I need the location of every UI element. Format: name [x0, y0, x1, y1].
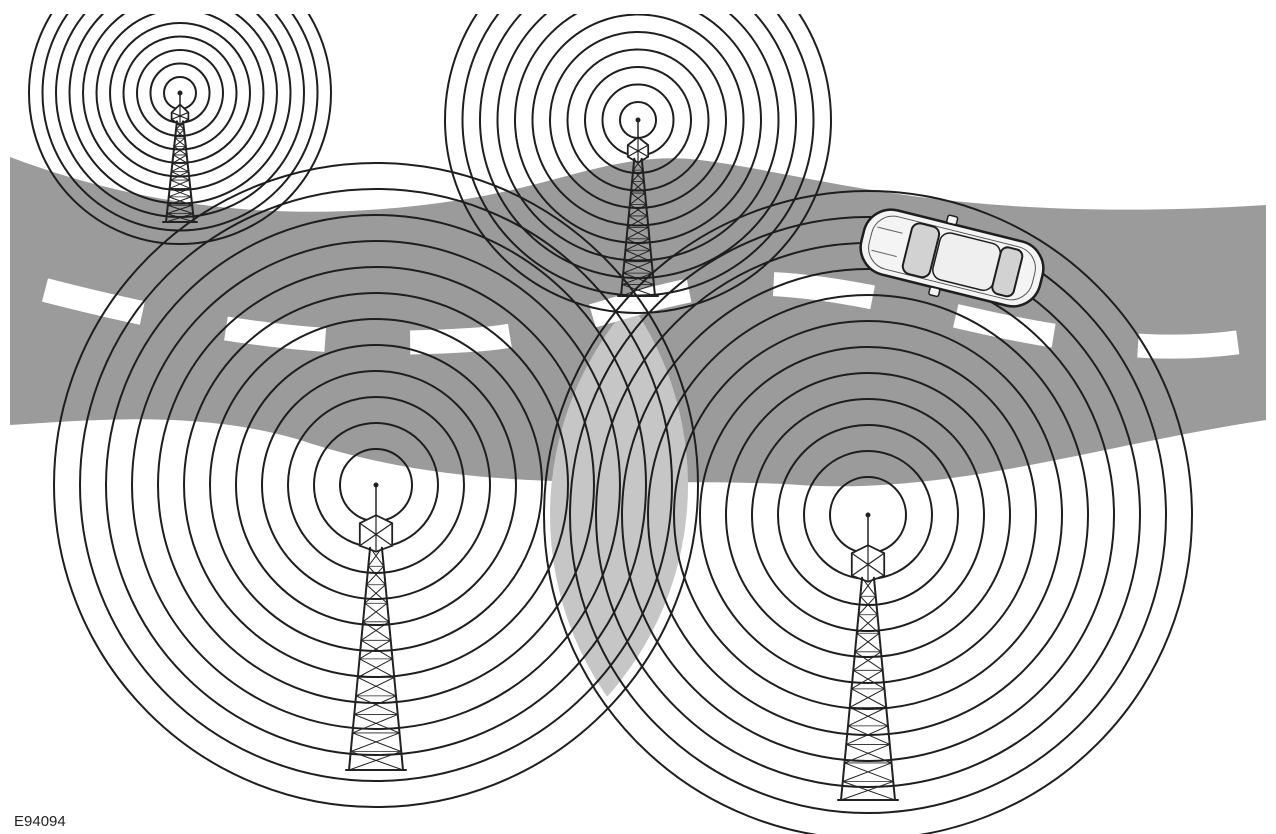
- radio-wave-ring: [28, 14, 332, 245]
- radio-wave-ring: [569, 216, 1167, 814]
- radio-tower-icon: [617, 117, 659, 297]
- radio-wave-ring: [82, 14, 278, 191]
- radio-wave-ring: [514, 14, 762, 244]
- radio-wave-ring: [235, 344, 517, 626]
- radio-towers: [162, 90, 899, 801]
- radio-wave-ring: [261, 370, 491, 600]
- radio-tower-icon: [345, 482, 407, 771]
- radio-wave-ring: [53, 162, 699, 808]
- radio-wave-ring: [444, 14, 832, 314]
- radio-wave-ring: [479, 14, 797, 279]
- radio-wave-ring: [95, 14, 265, 178]
- radio-wave-ring: [725, 372, 1011, 658]
- radio-tower-icon: [162, 90, 198, 223]
- car-icon: [859, 208, 1045, 308]
- figure-id-label: E94094: [14, 813, 66, 830]
- radio-wave-ring: [68, 14, 292, 205]
- radio-wave-ring: [566, 48, 710, 192]
- radio-wave-ring: [287, 396, 465, 574]
- radio-wave-ring: [157, 266, 595, 704]
- radio-tower-icon: [837, 512, 899, 801]
- radio-wave-ring: [543, 190, 1193, 834]
- radio-wave-ring: [531, 14, 745, 227]
- radio-wave-ring: [105, 214, 647, 756]
- radio-wave-ring: [55, 14, 305, 218]
- radio-wave-ring: [136, 49, 224, 137]
- radio-wave-ring: [131, 240, 621, 730]
- radio-wave-ring: [122, 35, 238, 151]
- radio-wave-ring: [673, 320, 1063, 710]
- radio-wave-ring: [549, 31, 727, 209]
- radio-wave-ring: [751, 398, 985, 632]
- radio-wave-ring: [699, 346, 1037, 684]
- radio-wave-ring: [209, 318, 543, 652]
- radio-wave-ring: [584, 66, 692, 174]
- radio-wave-ring: [496, 14, 780, 262]
- radio-waves: [28, 14, 1193, 834]
- radio-wave-ring: [79, 188, 673, 782]
- radio-wave-ring: [621, 268, 1115, 762]
